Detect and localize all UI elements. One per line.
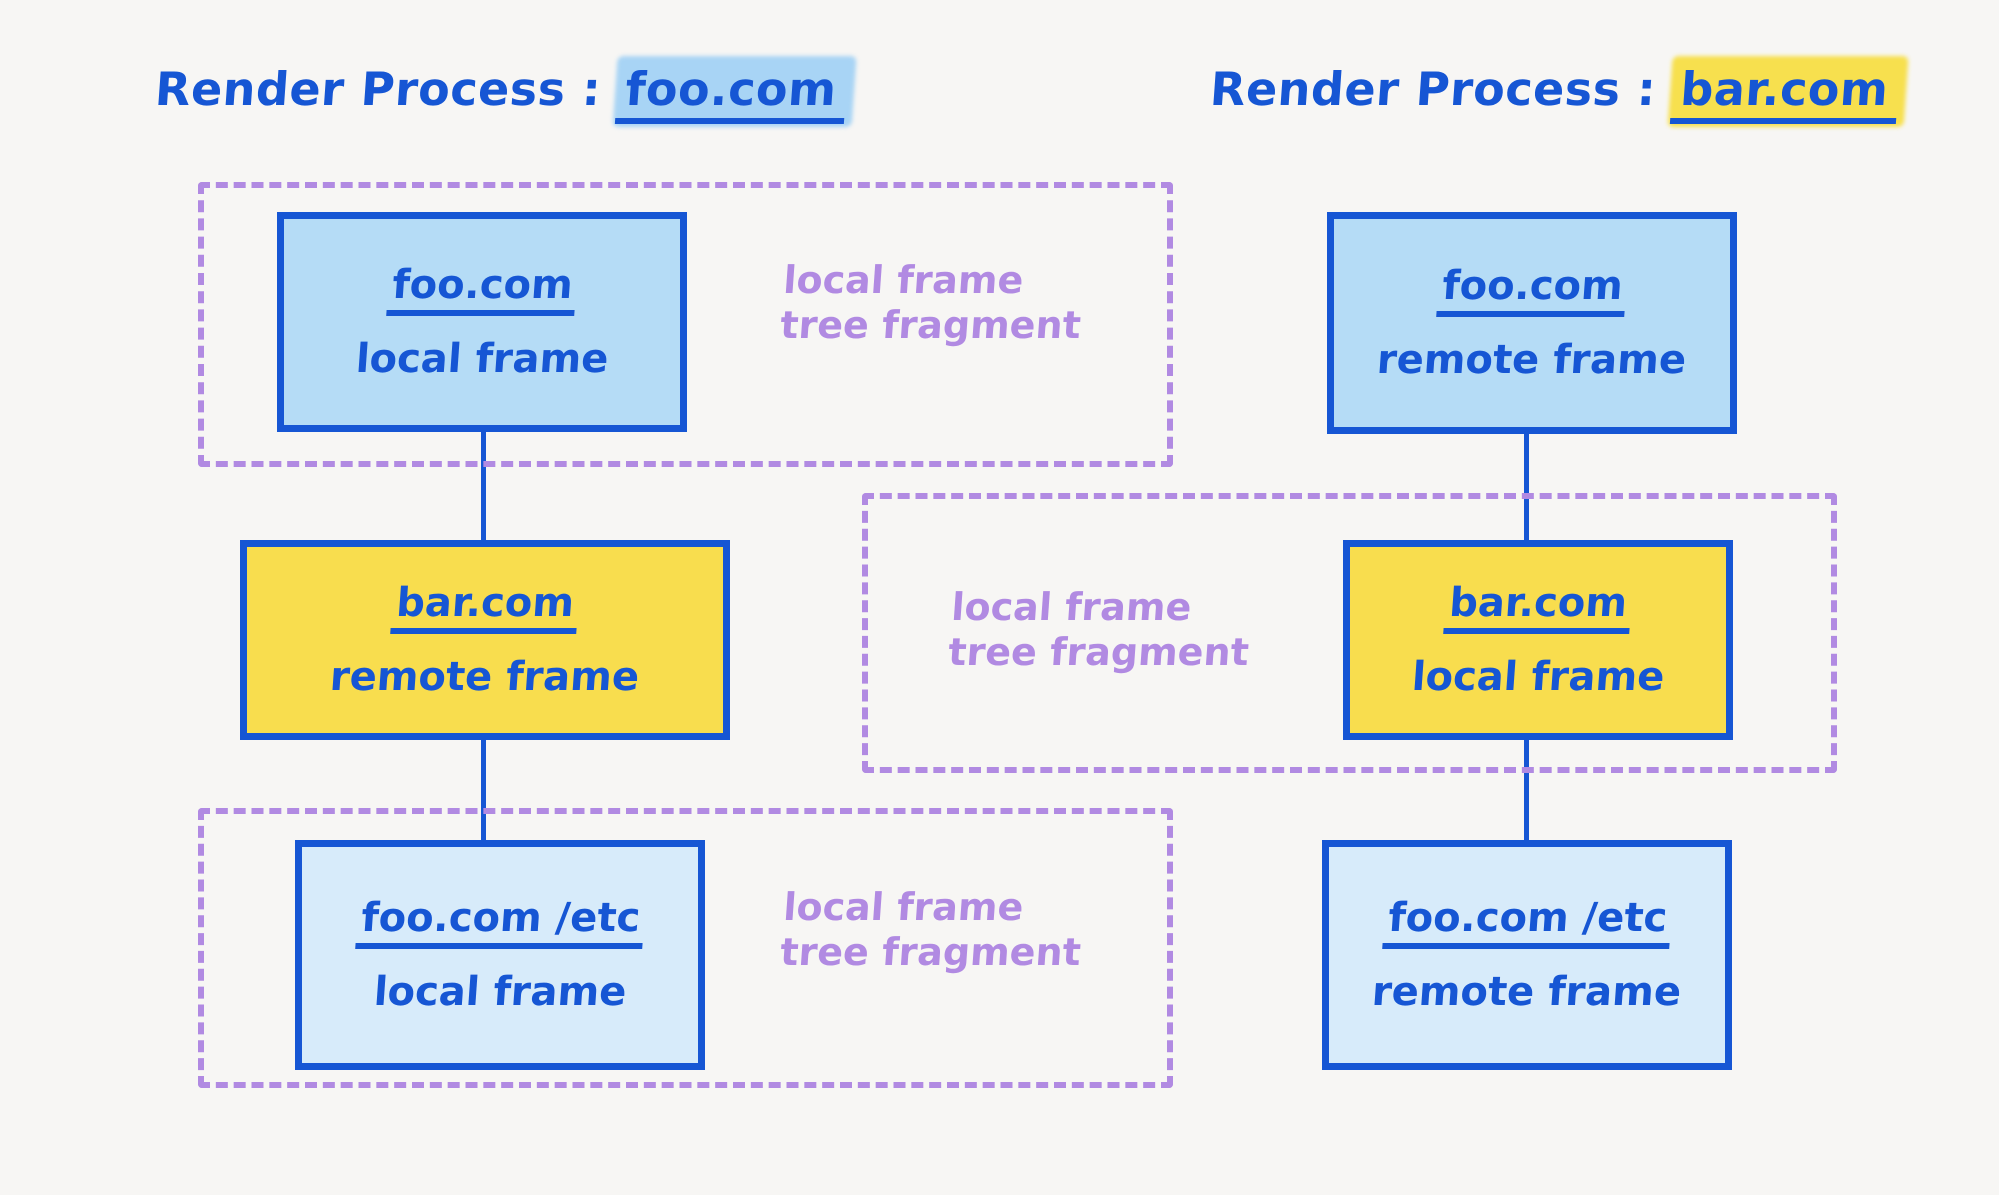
left-frame-box-1-url: foo.com — [385, 262, 579, 316]
left-process-title-prefix: Render Process : — [153, 62, 604, 116]
left-process-domain: foo.com — [623, 62, 839, 116]
right-frame-box-1-kind: remote frame — [1375, 337, 1689, 383]
connector-right-1-2 — [1524, 430, 1529, 545]
right-process-domain-highlight: bar.com — [1670, 62, 1901, 124]
left-fragment-region-1 — [198, 182, 1173, 467]
left-frame-box-1-kind: local frame — [354, 336, 610, 382]
left-frame-box-2[interactable]: bar.com remote frame — [240, 540, 730, 740]
left-process-title: Render Process : foo.com — [153, 62, 849, 124]
left-frame-box-2-kind: remote frame — [328, 654, 642, 700]
right-frame-box-3[interactable]: foo.com /etc remote frame — [1322, 840, 1732, 1070]
right-process-title-prefix: Render Process : — [1208, 62, 1659, 116]
right-frame-box-2-kind: local frame — [1410, 654, 1666, 700]
right-frame-box-1-url: foo.com — [1435, 263, 1629, 317]
left-fragment-label-1: local frame tree fragment — [778, 258, 1083, 347]
right-frame-box-1[interactable]: foo.com remote frame — [1327, 212, 1737, 434]
left-frame-box-3-url: foo.com /etc — [354, 895, 646, 949]
connector-left-2-3 — [481, 735, 486, 845]
right-frame-box-2[interactable]: bar.com local frame — [1343, 540, 1733, 740]
left-frame-box-3[interactable]: foo.com /etc local frame — [295, 840, 705, 1070]
connector-left-1-2 — [481, 430, 486, 545]
right-frame-box-3-kind: remote frame — [1370, 969, 1684, 1015]
left-fragment-region-2 — [198, 808, 1173, 1088]
connector-right-2-3 — [1524, 735, 1529, 845]
left-process-domain-highlight: foo.com — [615, 62, 849, 124]
left-frame-box-2-url: bar.com — [390, 580, 580, 634]
left-frame-box-1[interactable]: foo.com local frame — [277, 212, 687, 432]
right-process-domain: bar.com — [1678, 62, 1891, 116]
right-fragment-region-1 — [862, 493, 1837, 773]
right-fragment-label-1: local frame tree fragment — [946, 585, 1251, 674]
right-process-title: Render Process : bar.com — [1208, 62, 1901, 124]
right-frame-box-2-url: bar.com — [1443, 580, 1633, 634]
left-frame-box-3-kind: local frame — [372, 969, 628, 1015]
right-frame-box-3-url: foo.com /etc — [1381, 895, 1673, 949]
left-fragment-label-2: local frame tree fragment — [778, 885, 1083, 974]
